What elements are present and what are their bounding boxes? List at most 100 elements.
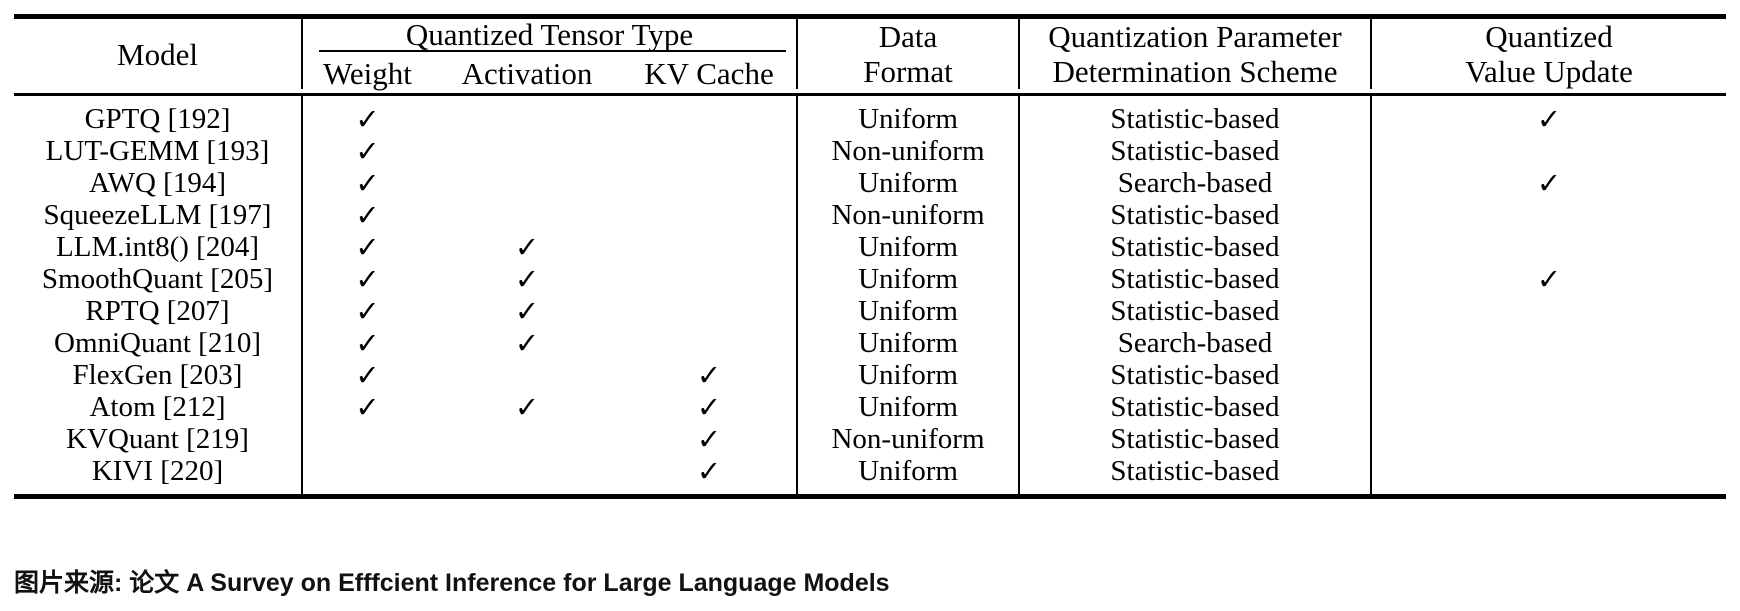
image-source-caption: 图片来源: 论文 A Survey on Efffcient Inference… [14,569,890,597]
cell-kv-cache-check: ✓ [696,454,722,489]
column-header-update-line2: Value Update [1465,54,1633,90]
cell-model: SqueezeLLM [197] [43,199,272,232]
cell-weight-check [301,423,432,456]
cell-kv-cache-check [622,263,797,295]
spacer-cell [796,94,1019,104]
column-header-quantized-tensor-type-label: Quantized Tensor Type [405,17,694,52]
cell-model: Atom [212] [89,391,226,424]
cell-model: AWQ [194] [89,167,226,200]
cell-value-update-check: ✓ [1370,103,1726,136]
column-header-model: Model [117,36,198,72]
cell-value-update-check [1370,455,1726,488]
cell-value-update-check: ✓ [1370,263,1726,296]
cell-data-format: Uniform [796,359,1019,392]
cell-activation-check: ✓ [514,230,540,265]
cell-data-format: Uniform [796,327,1019,360]
spacer-bottom [14,487,1726,497]
spacer-cell [432,95,622,104]
cell-kv-cache-check: ✓ [696,390,722,425]
column-header-quantization-parameter-scheme: Quantization Parameter Determination Sch… [1018,16,1371,90]
cell-weight-check: ✓ [301,263,432,296]
table-row: SmoothQuant [205] ✓ ✓ Uniform Statistic-… [14,262,1726,297]
column-header-scheme-line1: Quantization Parameter [1048,19,1342,54]
cell-activation-check: ✓ [514,262,540,297]
spacer-cell [1370,487,1726,497]
spacer-cell [622,487,797,497]
cell-scheme: Statistic-based [1018,103,1371,136]
cell-model: KVQuant [219] [66,423,249,456]
cell-activation-check [432,103,622,135]
cell-activation-check [432,423,622,455]
table-row: KVQuant [219] ✓ Non-uniform Statistic-ba… [14,422,1726,457]
column-header-activation: Activation [461,56,593,92]
cell-value-update-check [1370,295,1726,328]
cell-scheme: Statistic-based [1018,199,1371,232]
rule-top-line [14,8,1726,19]
cell-kv-cache-check [622,135,797,167]
spacer-cell [301,94,432,104]
cell-kv-cache-check [622,103,797,135]
cell-data-format: Non-uniform [796,199,1019,232]
spacer-cell [622,95,797,104]
table: Model Quantized Tensor Type Data Format … [14,8,1726,506]
spacer-cell [301,487,432,497]
cell-scheme: Statistic-based [1018,455,1371,488]
cell-scheme: Statistic-based [1018,231,1371,264]
cell-data-format: Uniform [796,295,1019,328]
cell-data-format: Uniform [796,391,1019,424]
tensor-type-subrule [319,50,786,52]
cell-weight-check: ✓ [301,135,432,168]
spacer-cell [432,487,622,497]
table-row: KIVI [220] ✓ Uniform Statistic-based [14,454,1726,489]
cell-model: GPTQ [192] [84,103,231,136]
cell-data-format: Non-uniform [796,135,1019,168]
cell-weight-check: ✓ [301,167,432,200]
cell-weight-check: ✓ [301,327,432,360]
spacer-cell [14,95,302,104]
cell-kv-cache-check: ✓ [696,422,722,457]
cell-scheme: Statistic-based [1018,359,1371,392]
spacer-cell [1018,94,1371,104]
cell-value-update-check [1370,359,1726,392]
cell-scheme: Statistic-based [1018,263,1371,296]
cell-weight-check: ✓ [301,391,432,424]
spacer-top [14,94,1726,104]
cell-scheme: Statistic-based [1018,423,1371,456]
quantization-methods-table: Model Quantized Tensor Type Data Format … [14,8,1726,506]
cell-data-format: Uniform [796,263,1019,296]
cell-weight-check: ✓ [301,295,432,328]
cell-value-update-check [1370,327,1726,360]
cell-activation-check [432,167,622,199]
cell-scheme: Search-based [1018,167,1371,200]
cell-model: FlexGen [203] [72,359,243,392]
cell-activation-check: ✓ [514,294,540,329]
table-body: Model Quantized Tensor Type Data Format … [14,8,1726,506]
column-header-quantized-tensor-type: Quantized Tensor Type [301,16,797,55]
cell-scheme: Statistic-based [1018,295,1371,328]
column-header-data-format-line2: Format [863,54,953,90]
cell-activation-check [432,199,622,231]
cell-activation-check [432,135,622,167]
cell-data-format: Uniform [796,103,1019,136]
cell-data-format: Uniform [796,167,1019,200]
table-row: AWQ [194] ✓ Uniform Search-based ✓ [14,167,1726,200]
spacer-cell [796,487,1019,497]
cell-data-format: Uniform [796,231,1019,264]
table-row: LLM.int8() [204] ✓ ✓ Uniform Statistic-b… [14,230,1726,265]
rule-bottom [14,494,1726,506]
table-row: FlexGen [203] ✓ ✓ Uniform Statistic-base… [14,359,1726,392]
column-header-weight: Weight [301,54,432,90]
table-row: GPTQ [192] ✓ Uniform Statistic-based ✓ [14,103,1726,136]
cell-model: SmoothQuant [205] [41,263,274,296]
column-header-update-line1: Quantized [1485,19,1613,54]
cell-value-update-check [1370,199,1726,232]
cell-kv-cache-check [622,167,797,199]
cell-data-format: Non-uniform [796,423,1019,456]
cell-activation-check [432,359,622,391]
cell-value-update-check [1370,423,1726,456]
spacer-cell [14,487,302,497]
cell-scheme: Statistic-based [1018,135,1371,168]
cell-kv-cache-check [622,199,797,231]
table-row: SqueezeLLM [197] ✓ Non-uniform Statistic… [14,199,1726,232]
